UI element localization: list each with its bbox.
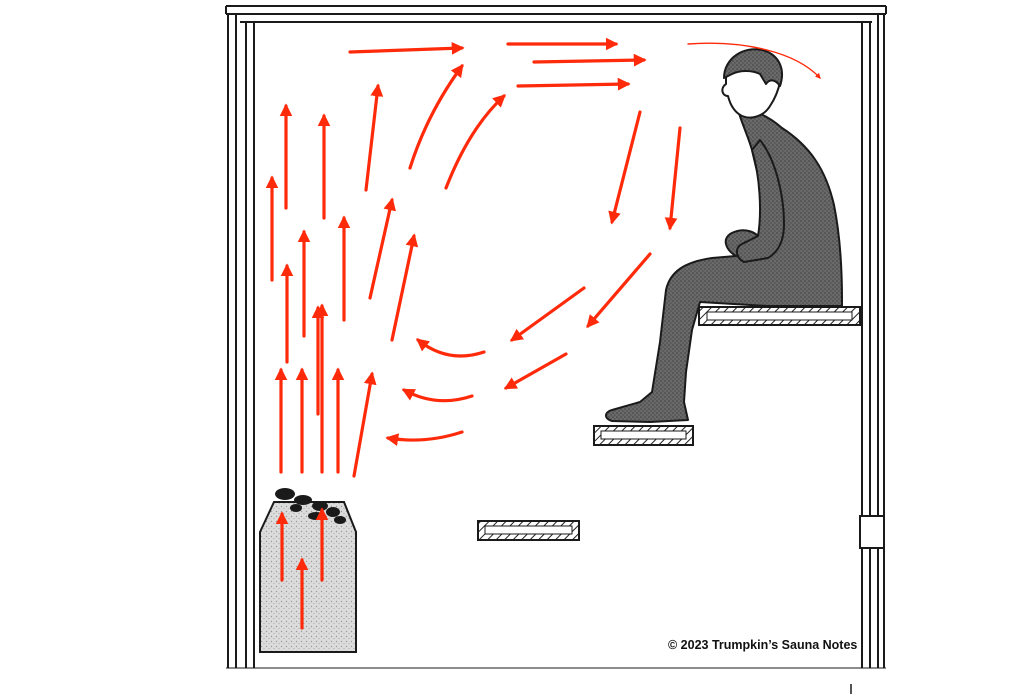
seated-person [605, 48, 843, 423]
airflow-arrows [265, 37, 821, 630]
left-wall [227, 14, 255, 668]
arrow-return-3 [385, 430, 464, 446]
arrow-down-4 [509, 286, 586, 342]
arrow-rise-5 [352, 371, 377, 478]
arrow-head-thin [687, 42, 821, 79]
upper-bench [698, 306, 861, 326]
arrow-top-1 [348, 41, 465, 55]
right-wall [859, 14, 885, 668]
arrow-rise-13 [368, 197, 397, 300]
arrow-return-1 [416, 338, 486, 358]
arrow-down-1 [608, 110, 642, 225]
copyright-credit: © 2023 Trumpkin’s Sauna Notes [668, 638, 858, 652]
person-arm [736, 139, 785, 263]
arrow-top-3 [532, 53, 647, 67]
ceiling-beam [225, 5, 887, 23]
arrow-return-2 [401, 388, 474, 403]
arrow-down-2 [664, 126, 682, 231]
floor-step [477, 520, 580, 541]
arrow-rise-15 [390, 233, 419, 342]
sauna-stove [259, 488, 357, 653]
footrest-bench [593, 425, 694, 446]
person-hair [723, 48, 783, 87]
arrow-rise-14 [364, 83, 384, 192]
stove-body [259, 501, 357, 653]
sauna-room-frame [225, 5, 887, 694]
arrow-top-4 [516, 77, 631, 91]
arrow-down-5 [503, 352, 568, 390]
arrow-down-3 [586, 252, 652, 328]
arrow-curve-2 [444, 94, 506, 190]
arrow-curve-1 [408, 63, 464, 170]
